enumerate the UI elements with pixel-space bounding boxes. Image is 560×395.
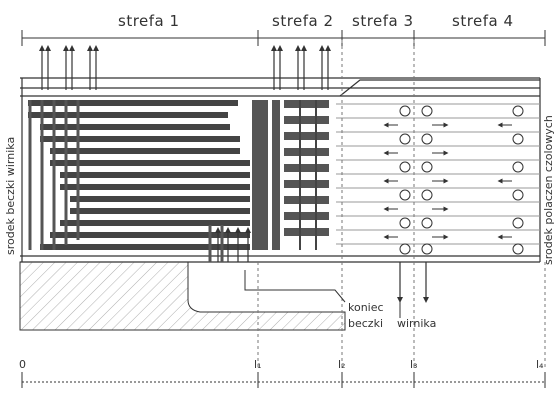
zone-label-4: strefa 4	[452, 12, 514, 30]
zone1-conductor-bars	[28, 100, 250, 250]
zone1-vertical-connectors	[28, 100, 224, 262]
flow-arrows-vertical	[39, 45, 429, 303]
zone2-conductor-bars	[252, 100, 329, 250]
zone-label-2: strefa 2	[272, 12, 334, 30]
axis-tick-l1: l₁	[254, 358, 261, 371]
flow-arrows-horizontal	[383, 122, 512, 240]
left-side-label: srodek beczki wirnika	[4, 137, 17, 255]
zone2-vertical-connectors	[299, 100, 317, 250]
annotation-leaders	[244, 270, 401, 318]
annotation-koniec: koniec	[348, 301, 384, 314]
zone-dimension-line	[21, 30, 546, 46]
zone3-4-stripes	[336, 103, 540, 245]
zone-label-3: strefa 3	[352, 12, 414, 30]
annotation-wirnika: wirnika	[397, 317, 436, 330]
axis-tick-0: 0	[19, 358, 26, 371]
axis-tick-l2: l₂	[338, 358, 345, 371]
axis-tick-l3: l₃	[410, 358, 417, 371]
bottom-axis	[21, 372, 546, 388]
right-side-label: srodek polaczen czolowych	[542, 115, 555, 265]
shaft-hatched-region	[19, 261, 346, 331]
zone-separators	[257, 40, 546, 370]
zone-label-1: strefa 1	[118, 12, 180, 30]
annotation-beczki: beczki	[348, 317, 383, 330]
axis-tick-l4: l₄	[536, 358, 544, 371]
flow-circles	[399, 105, 524, 255]
